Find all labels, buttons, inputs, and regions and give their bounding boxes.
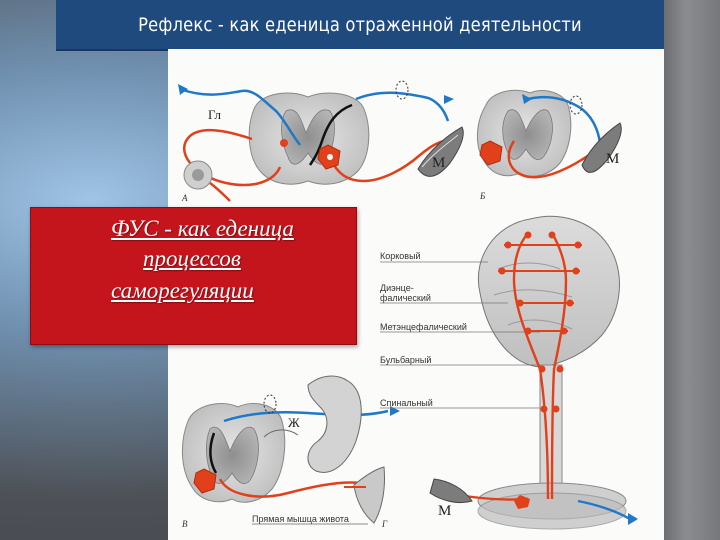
- slide-title: Рефлекс - как еденица отраженной деятель…: [138, 13, 582, 36]
- level-labels: Корковый Диэнце- фалический Метэнцефалич…: [380, 251, 540, 409]
- panel-b: М Б: [477, 89, 622, 201]
- muscle-icon: [417, 126, 464, 177]
- reflex-figure: Гл М А М Б: [168, 49, 664, 540]
- level-cortical: Корковый: [380, 251, 421, 261]
- right-edge-panel: [664, 0, 720, 540]
- label-m-b: М: [606, 151, 619, 167]
- arrow-icon: [178, 84, 188, 95]
- panel-g: Корковый Диэнце- фалический Метэнцефалич…: [380, 215, 638, 530]
- label-m-g: М: [438, 503, 451, 519]
- panel-v: Ж Прямая мышца живота В: [181, 375, 400, 529]
- level-diencephalic-2: фалический: [380, 293, 431, 303]
- label-zh: Ж: [288, 415, 300, 430]
- panel-letter-v: В: [182, 519, 188, 529]
- panel-a: Гл М А: [178, 80, 464, 203]
- callout-line-3: саморегуляции: [111, 278, 254, 303]
- callout-line-1: ФУС - как еденица: [111, 216, 294, 241]
- level-diencephalic-1: Диэнце-: [380, 283, 414, 293]
- level-metencephalic: Метэнцефалический: [380, 322, 467, 332]
- level-spinal: Спинальный: [380, 398, 433, 408]
- neuron-icon: [280, 139, 288, 147]
- muscle-icon: [344, 466, 385, 524]
- fus-callout: ФУС - как еденица процессов саморегуляци…: [30, 207, 357, 345]
- callout-line-2: процессов: [143, 246, 241, 271]
- neuron-icons: [498, 231, 582, 509]
- interneuron-path: [308, 103, 353, 166]
- label-gl: Гл: [208, 107, 222, 122]
- level-bulbar: Бульбарный: [380, 355, 431, 365]
- afferent-path: [179, 87, 301, 146]
- stomach-icon: [263, 375, 362, 473]
- panel-letter-g: Г: [381, 519, 388, 529]
- label-m-a: М: [432, 155, 445, 171]
- muscle-icon: [429, 478, 473, 504]
- muscle-icon: [581, 122, 622, 173]
- brain-icon: [478, 215, 620, 380]
- reflex-arc-diagram: Гл М А М Б: [178, 80, 638, 530]
- title-bar: Рефлекс - как еденица отраженной деятель…: [56, 0, 664, 51]
- caption-abdominal-muscle: Прямая мышца живота: [252, 514, 349, 524]
- panel-letter-a: А: [181, 193, 188, 203]
- panel-letter-b: Б: [479, 191, 486, 201]
